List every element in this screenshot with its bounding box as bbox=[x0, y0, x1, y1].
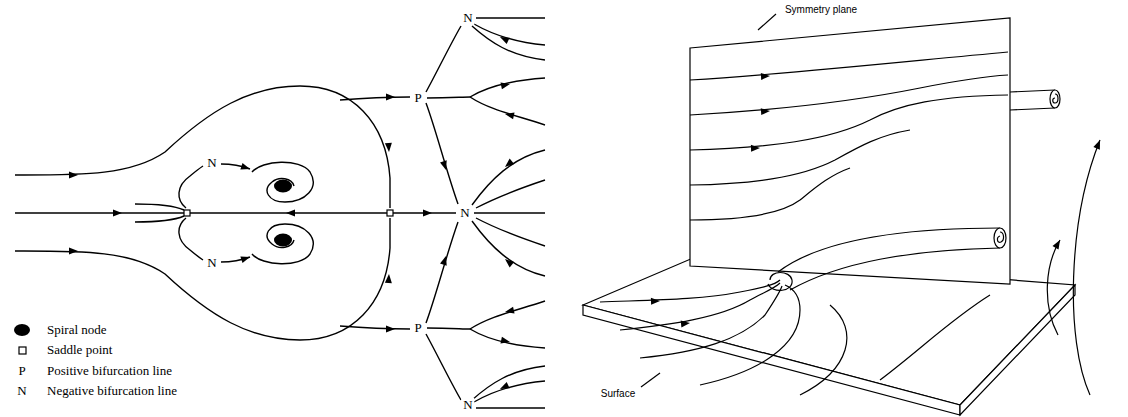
legend-text: Saddle point bbox=[45, 343, 114, 357]
leader-line bbox=[641, 373, 660, 387]
leader-line bbox=[758, 14, 776, 30]
plane-streamlines bbox=[690, 52, 1008, 220]
legend-text: Spiral node bbox=[45, 323, 109, 337]
plate-edge bbox=[960, 285, 1075, 415]
axis-arrows bbox=[113, 210, 432, 217]
rotation-arrow bbox=[1047, 240, 1060, 335]
three-d-sketch bbox=[583, 14, 1103, 415]
skin-friction-topology bbox=[15, 18, 545, 408]
bifurcation-label: P bbox=[412, 321, 423, 335]
bifurcation-label: N bbox=[458, 206, 471, 220]
bifurcation-label: N bbox=[205, 156, 218, 170]
legend-samples bbox=[14, 324, 30, 354]
bifurcation-label: P bbox=[412, 91, 423, 105]
vortex-tube bbox=[778, 90, 1060, 290]
legend-symbol: P bbox=[16, 364, 27, 378]
legend-text: Negative bifurcation line bbox=[45, 384, 179, 398]
bifurcation-label: N bbox=[205, 256, 218, 270]
surface-streamlines bbox=[600, 273, 990, 396]
legend-text: Positive bifurcation line bbox=[45, 364, 174, 378]
upper-half-lines bbox=[15, 18, 545, 210]
symmetry-plane bbox=[690, 18, 1010, 284]
bifurcation-label: N bbox=[461, 398, 474, 412]
annotation-label: Symmetry plane bbox=[783, 4, 859, 15]
plate-edge bbox=[583, 305, 960, 415]
lower-half-lines bbox=[15, 216, 545, 408]
rotation-arrow bbox=[1073, 140, 1100, 395]
bifurcation-label: N bbox=[461, 11, 474, 25]
legend-symbol: N bbox=[15, 384, 28, 398]
spiral-node-sample bbox=[14, 324, 30, 336]
saddle-point bbox=[184, 210, 190, 216]
annotation-label: Surface bbox=[599, 388, 637, 399]
direction-arrows bbox=[651, 73, 1103, 328]
saddle-point-sample bbox=[19, 347, 26, 354]
saddle-point bbox=[387, 210, 393, 216]
